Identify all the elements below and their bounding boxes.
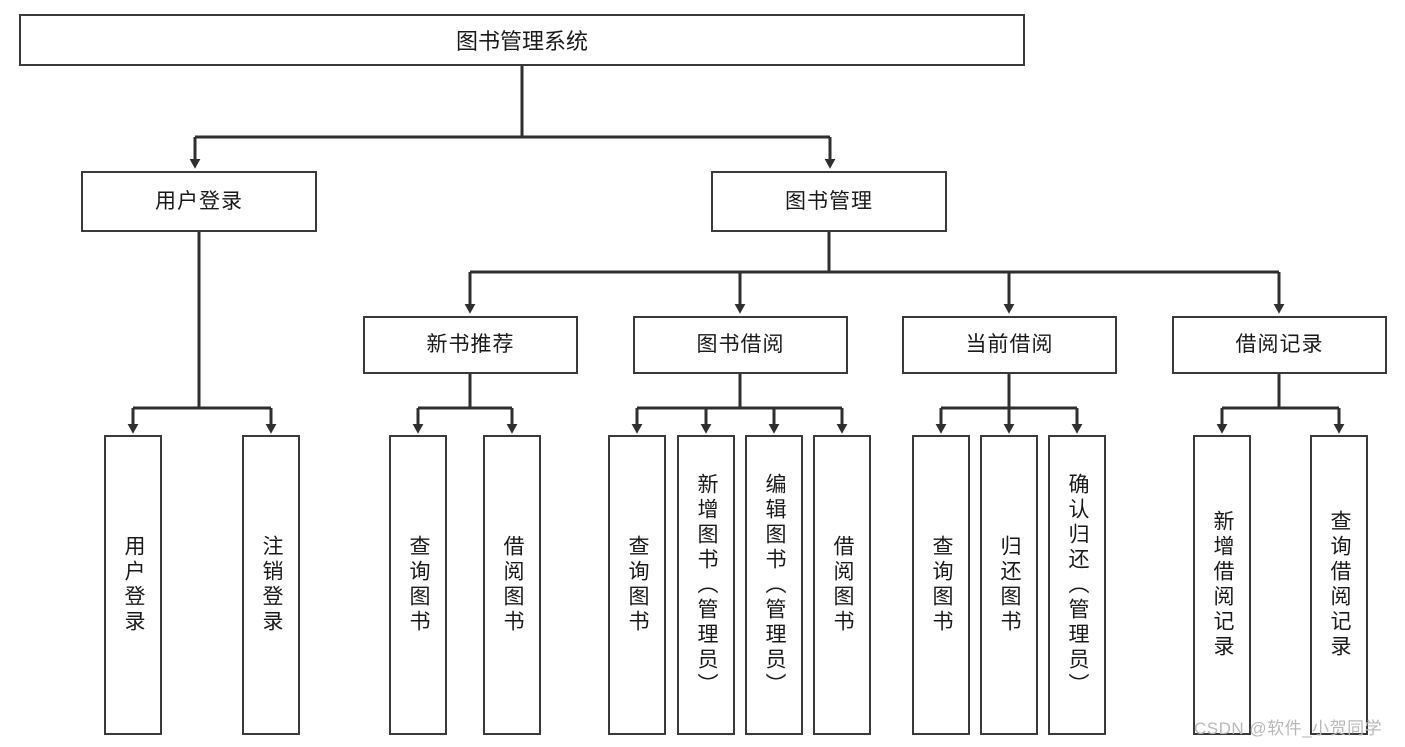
leaf-logout[interactable]: 注销登录 — [242, 435, 300, 735]
leaf-edit-book-label: 编辑图书（管理员） — [763, 472, 787, 698]
leaf-logout-label: 注销登录 — [260, 535, 284, 635]
leaf-borrow-book-1[interactable]: 借阅图书 — [483, 435, 541, 735]
node-current-borrow[interactable]: 当前借阅 — [902, 316, 1117, 374]
leaf-borrow-book-2[interactable]: 借阅图书 — [813, 435, 871, 735]
leaf-return-book[interactable]: 归还图书 — [980, 435, 1038, 735]
node-borrow-record[interactable]: 借阅记录 — [1172, 316, 1387, 374]
leaf-query-record-label: 查询借阅记录 — [1328, 510, 1352, 660]
node-book-borrow[interactable]: 图书借阅 — [633, 316, 848, 374]
node-root[interactable]: 图书管理系统 — [19, 14, 1025, 66]
leaf-query-book-3-label: 查询图书 — [930, 535, 954, 635]
node-book-borrow-label: 图书借阅 — [696, 333, 785, 357]
csdn-watermark: CSDN @软件_小贺同学 — [1194, 719, 1383, 738]
node-new-book-rec-label: 新书推荐 — [426, 333, 515, 357]
leaf-edit-book[interactable]: 编辑图书（管理员） — [745, 435, 803, 735]
leaf-confirm-return[interactable]: 确认归还（管理员） — [1048, 435, 1106, 735]
leaf-add-book[interactable]: 新增图书（管理员） — [677, 435, 735, 735]
leaf-user-login[interactable]: 用户登录 — [104, 435, 162, 735]
node-borrow-record-label: 借阅记录 — [1235, 333, 1324, 357]
node-user-login[interactable]: 用户登录 — [81, 171, 317, 232]
leaf-add-record-label: 新增借阅记录 — [1211, 510, 1235, 660]
leaf-borrow-book-2-label: 借阅图书 — [831, 535, 855, 635]
leaf-query-book-2-label: 查询图书 — [626, 535, 650, 635]
node-root-label: 图书管理系统 — [455, 29, 588, 54]
leaf-confirm-return-label: 确认归还（管理员） — [1066, 472, 1090, 698]
leaf-borrow-book-1-label: 借阅图书 — [501, 535, 525, 635]
node-book-manage-label: 图书管理 — [785, 189, 873, 213]
leaf-query-book-3[interactable]: 查询图书 — [912, 435, 970, 735]
leaf-query-book-1-label: 查询图书 — [407, 535, 431, 635]
node-new-book-rec[interactable]: 新书推荐 — [363, 316, 578, 374]
leaf-add-book-label: 新增图书（管理员） — [695, 472, 719, 698]
leaf-add-record[interactable]: 新增借阅记录 — [1193, 435, 1251, 735]
leaf-return-book-label: 归还图书 — [998, 535, 1022, 635]
leaf-query-book-2[interactable]: 查询图书 — [608, 435, 666, 735]
leaf-query-book-1[interactable]: 查询图书 — [389, 435, 447, 735]
node-current-borrow-label: 当前借阅 — [965, 333, 1054, 357]
node-book-manage[interactable]: 图书管理 — [711, 171, 947, 232]
node-user-login-label: 用户登录 — [155, 189, 243, 213]
leaf-query-record[interactable]: 查询借阅记录 — [1310, 435, 1368, 735]
leaf-user-login-label: 用户登录 — [122, 535, 146, 635]
